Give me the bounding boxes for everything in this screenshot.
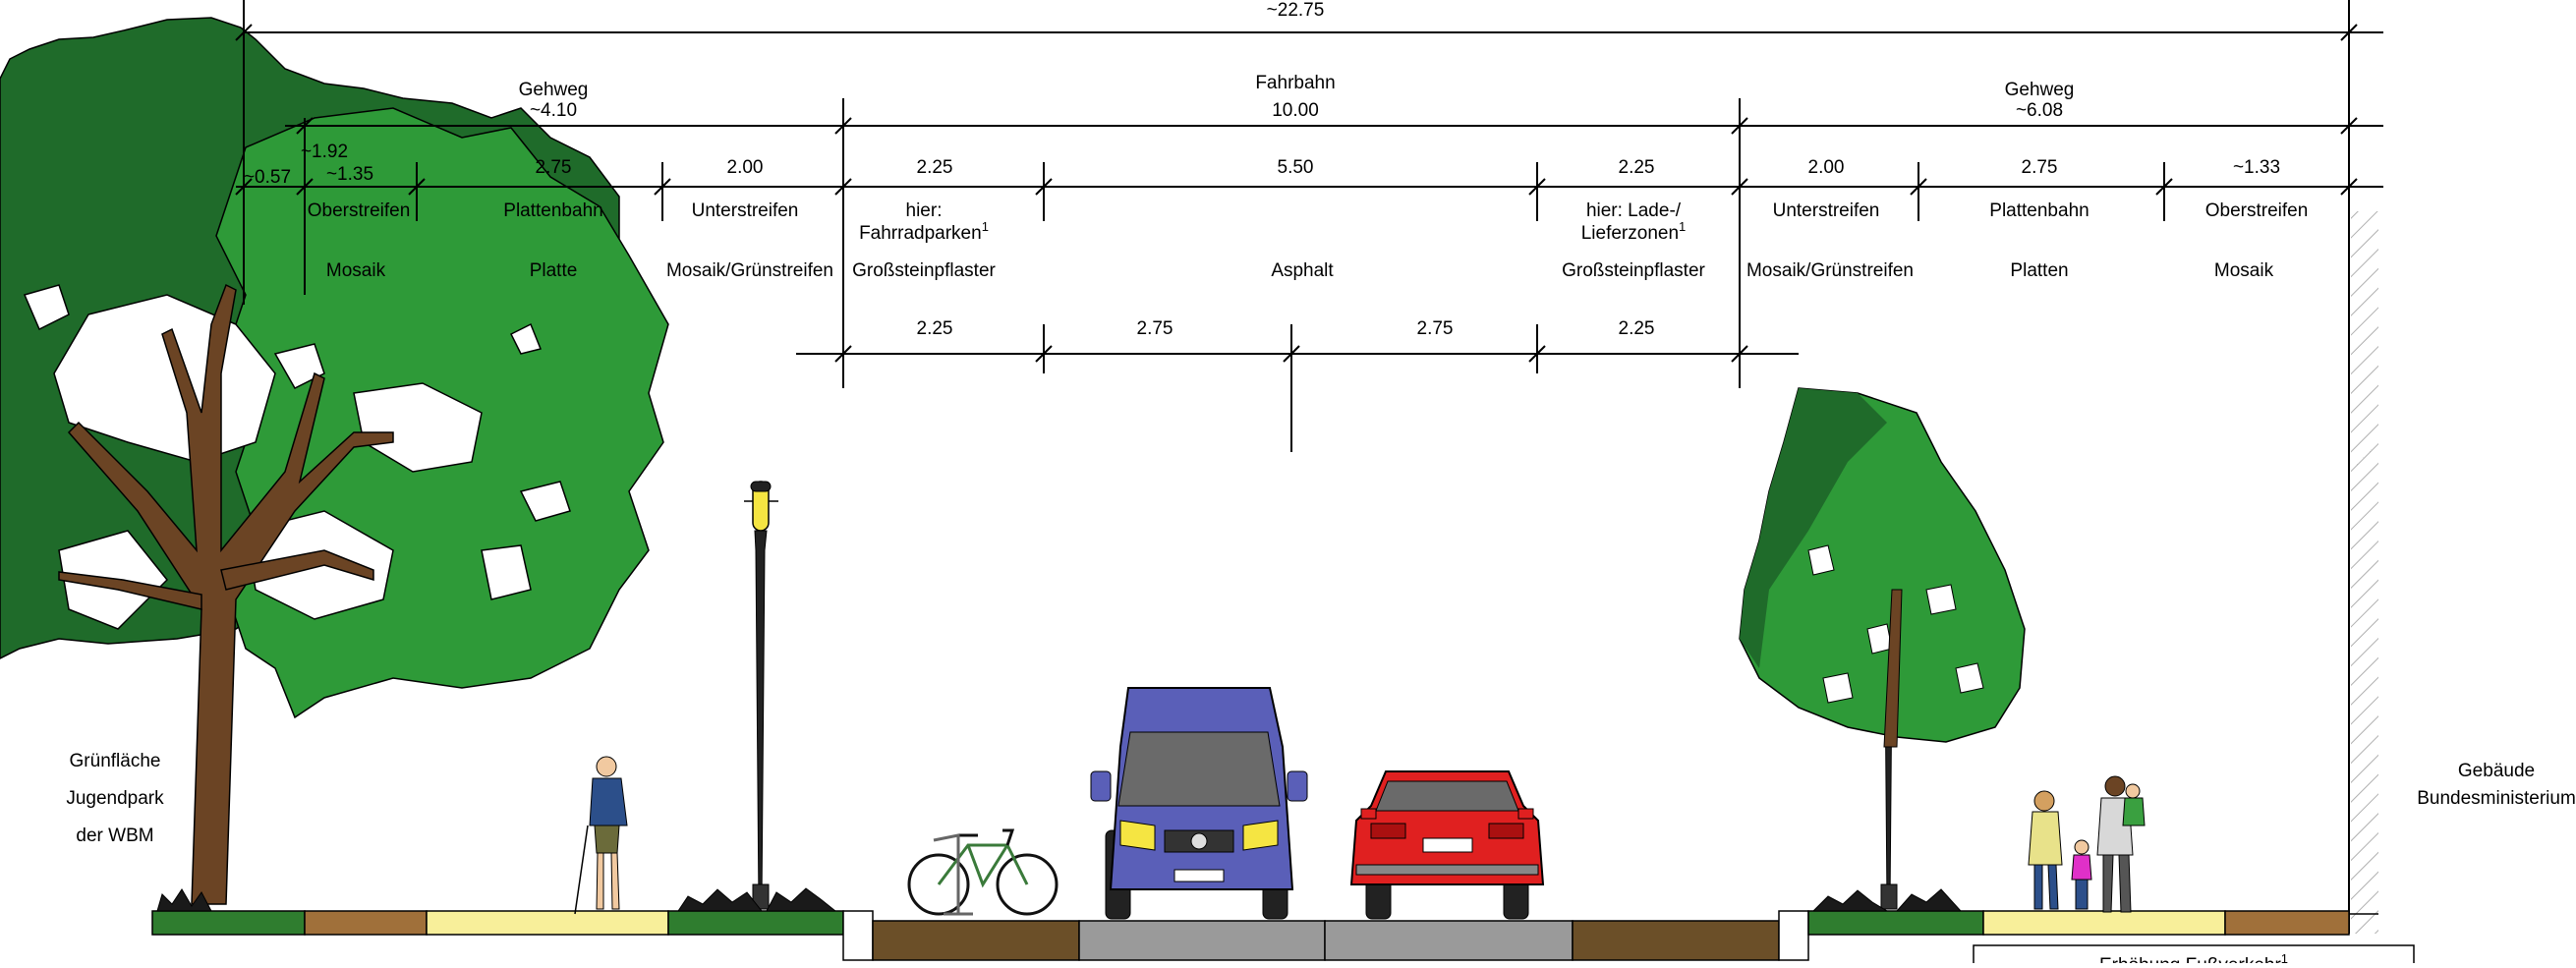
roadway-width: 10.00 [1272, 100, 1319, 121]
right-area-line2: Bundesministerium [2417, 788, 2576, 809]
left-tree-gap [23, 284, 70, 331]
building-wall-hatch [2351, 211, 2378, 934]
label-mosaik-right: Mosaik [2214, 260, 2274, 281]
ground-pflaster-left [872, 920, 1080, 961]
label-fahrradparken: Fahrradparken1 [859, 219, 989, 244]
label-plattenbahn-left: Plattenbahn [503, 200, 602, 221]
label-platte-left: Platte [530, 260, 578, 281]
left-area-line2: Jugendpark [66, 788, 164, 809]
bicycle [907, 828, 1059, 916]
ground-platte-left [426, 910, 669, 936]
dim-192: ~1.92 [301, 142, 348, 162]
left-tree-trunk [58, 571, 202, 610]
van [1090, 687, 1308, 920]
left-tree-gap [273, 343, 325, 389]
ground-mosaik-right [2224, 910, 2350, 936]
curb-left [842, 910, 874, 961]
left-sidewalk-title: Gehweg [519, 80, 589, 100]
label-unterstreifen-right: Unterstreifen [1773, 200, 1880, 221]
label-lieferzonen: Lieferzonen1 [1581, 219, 1687, 244]
pedestrian-left [574, 756, 628, 915]
roadway-title: Fahrbahn [1255, 73, 1335, 93]
family-pedestrians [2028, 775, 2146, 913]
bushes [156, 887, 1963, 912]
dim-road-bottom-3: 2.75 [1417, 318, 1454, 339]
left-tree-trunk [67, 283, 394, 905]
label-platten-right: Platten [2010, 260, 2068, 281]
car [1349, 770, 1545, 920]
label-grosssteinpflaster-left: Großsteinpflaster [852, 260, 996, 281]
left-tree-gap [519, 481, 571, 522]
ground-asphalt-2 [1324, 920, 1574, 961]
bottom-note: Erhöhung Fußverkehr1 [1973, 944, 2415, 968]
label-grosssteinpflaster-right: Großsteinpflaster [1562, 260, 1705, 281]
right-area-line1: Gebäude [2458, 761, 2535, 781]
building [2348, 0, 2378, 934]
dim-right-133: ~1.33 [2233, 157, 2280, 178]
dimension-lines [235, 0, 2383, 452]
left-area-line1: Grünfläche [70, 751, 161, 771]
dim-road-bottom-4: 2.25 [1619, 318, 1655, 339]
label-oberstreifen-left: Oberstreifen [308, 200, 411, 221]
dim-right-200: 2.00 [1808, 157, 1845, 178]
left-tree [0, 17, 669, 905]
ground-asphalt-1 [1078, 920, 1326, 961]
right-tree [1739, 387, 2026, 748]
label-plattenbahn-right: Plattenbahn [1989, 200, 2089, 221]
dim-road-bottom-1: 2.25 [917, 318, 953, 339]
label-mosaik-left: Mosaik [326, 260, 386, 281]
left-sidewalk-width: ~4.10 [530, 100, 577, 121]
dim-road-top-3: 2.25 [1619, 157, 1655, 178]
overall-width: ~22.75 [1267, 0, 1325, 21]
ground-gruen-right [1807, 910, 1984, 936]
dim-road-top-1: 2.25 [917, 157, 953, 178]
right-sidewalk-title: Gehweg [2005, 80, 2075, 100]
label-unterstreifen-left: Unterstreifen [692, 200, 799, 221]
street-lamp-left [744, 481, 778, 910]
right-sidewalk-width: ~6.08 [2016, 100, 2063, 121]
ground-gruen-left [667, 910, 844, 936]
label-mosaik-gruen-left: Mosaik/Grünstreifen [666, 260, 833, 281]
left-tree-trunk [220, 549, 374, 591]
dim-road-top-2: 5.50 [1278, 157, 1314, 178]
ground-platte-right [1982, 910, 2226, 936]
ground-pflaster-right [1572, 920, 1780, 961]
left-area-line3: der WBM [76, 826, 153, 846]
pavement-strip [151, 910, 2350, 961]
curb-right [1778, 910, 1809, 961]
dim-right-275: 2.75 [2022, 157, 2058, 178]
dim-057: ~0.57 [244, 167, 291, 188]
dim-road-bottom-2: 2.75 [1137, 318, 1174, 339]
ground-green-left [151, 910, 306, 936]
label-hier-1: hier: [906, 200, 943, 221]
ground-mosaik-left [304, 910, 428, 936]
left-tree-gap [481, 544, 532, 600]
dim-left-275: 2.75 [536, 157, 572, 178]
left-tree-gap [509, 322, 543, 355]
dim-left-200: 2.00 [727, 157, 764, 178]
label-mosaik-gruen-right: Mosaik/Grünstreifen [1746, 260, 1914, 281]
dim-135: ~1.35 [326, 164, 373, 185]
label-asphalt: Asphalt [1271, 260, 1334, 281]
label-lade-1: hier: Lade-/ [1586, 200, 1682, 221]
label-oberstreifen-right: Oberstreifen [2205, 200, 2309, 221]
